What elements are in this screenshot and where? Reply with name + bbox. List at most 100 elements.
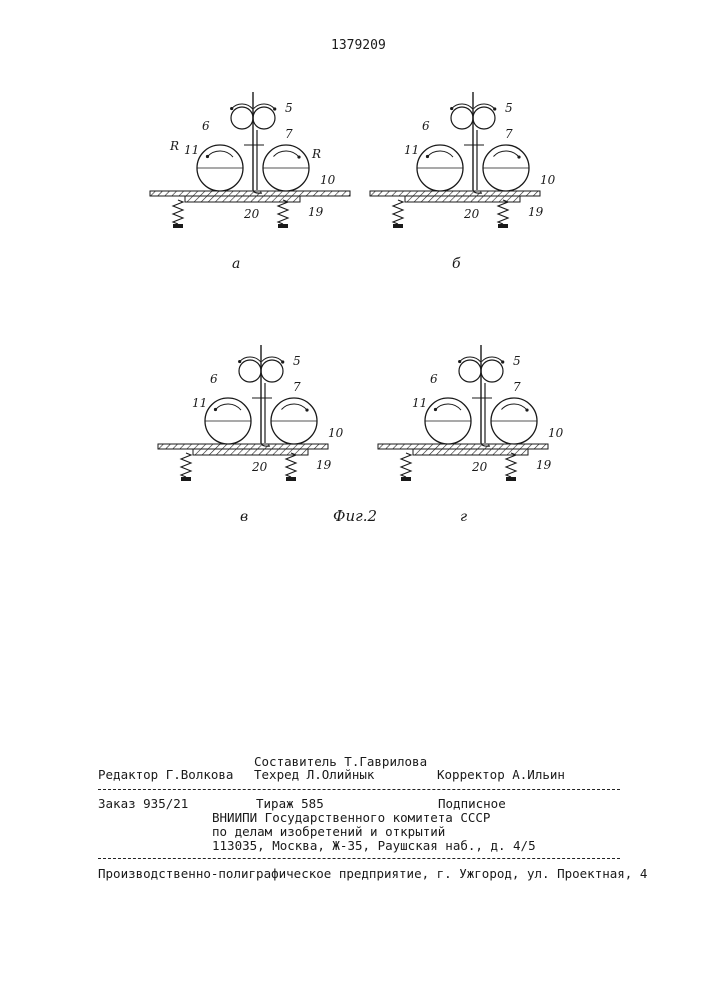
printer: Производственно-полиграфическое предприя… [98, 866, 647, 881]
roller-6 [451, 107, 473, 129]
arrow-head [230, 107, 233, 110]
address: 113035, Москва, Ж-35, Раушская наб., д. … [212, 838, 536, 853]
label-l7: 7 [293, 380, 301, 394]
label-l20: 20 [463, 207, 480, 221]
arrow-head [238, 360, 241, 363]
rotation-arrow [427, 151, 453, 157]
label-l6: 6 [422, 119, 430, 133]
label-l5: 5 [285, 101, 293, 115]
arrow-head [450, 107, 453, 110]
label-l19: 19 [536, 458, 552, 472]
roller-6 [231, 107, 253, 129]
table-19 [150, 191, 350, 196]
plate-20 [405, 196, 520, 202]
arrow-head [206, 155, 209, 158]
label-l11: 11 [184, 143, 199, 157]
spring [498, 200, 508, 224]
label-l6: 6 [430, 372, 438, 386]
spring-foot [506, 477, 516, 481]
rotation-arrow [435, 404, 461, 410]
rotation-arrow [501, 404, 527, 410]
divider-1 [98, 789, 620, 790]
label-l19: 19 [316, 458, 332, 472]
spring [393, 200, 403, 224]
label-lR1: R [169, 139, 179, 153]
roller-5 [481, 360, 503, 382]
roller-5 [473, 107, 495, 129]
spring [506, 453, 516, 477]
label-lR2: R [311, 147, 321, 161]
figure-b: 6 5 7 11 10 19 20 б [370, 92, 556, 272]
label-l6: 6 [210, 372, 218, 386]
roller-6 [239, 360, 261, 382]
spring-foot [173, 224, 183, 228]
order: Заказ 935/21 [98, 796, 188, 811]
org-line-1: ВНИИПИ Государственного комитета СССР [212, 810, 490, 825]
label-l20: 20 [243, 207, 260, 221]
arrow-head [214, 408, 217, 411]
arrow-head [525, 408, 528, 411]
subfigure-letter: б [452, 256, 461, 272]
label-l5: 5 [513, 354, 521, 368]
label-l11: 11 [192, 396, 207, 410]
spring-foot [286, 477, 296, 481]
divider-2 [98, 858, 620, 859]
label-l11: 11 [404, 143, 419, 157]
label-l7: 7 [285, 127, 293, 141]
roller-5 [261, 360, 283, 382]
roller-6 [459, 360, 481, 382]
table-19 [158, 444, 328, 449]
techred: Техред Л.Олийнык [254, 767, 374, 782]
rotation-arrow [273, 151, 299, 157]
spring [181, 453, 191, 477]
label-l19: 19 [528, 205, 544, 219]
corrector: Корректор А.Ильин [437, 767, 565, 782]
circulation: Тираж 585 [256, 796, 324, 811]
subfigure-letter: г [460, 509, 467, 525]
spring [278, 200, 288, 224]
arrow-head [493, 107, 496, 110]
subscription: Подписное [438, 796, 506, 811]
spring [173, 200, 183, 224]
label-l10: 10 [328, 426, 344, 440]
arrow-head [458, 360, 461, 363]
label-l20: 20 [251, 460, 268, 474]
subfigure-letter: а [232, 256, 240, 272]
label-l6: 6 [202, 119, 210, 133]
spring-foot [278, 224, 288, 228]
figure-g: 6 5 7 11 10 20 19 г [378, 345, 564, 525]
plate-20 [185, 196, 300, 202]
arrow-head [501, 360, 504, 363]
label-l7: 7 [505, 127, 513, 141]
label-l10: 10 [320, 173, 336, 187]
figure-caption: Фиг.2 [333, 507, 377, 525]
label-l10: 10 [548, 426, 564, 440]
label-l5: 5 [293, 354, 301, 368]
table-19 [370, 191, 540, 196]
label-l5: 5 [505, 101, 513, 115]
label-l19: 19 [308, 205, 324, 219]
table-19 [378, 444, 548, 449]
spring-foot [181, 477, 191, 481]
label-l11: 11 [412, 396, 427, 410]
arrow-head [426, 155, 429, 158]
spring [286, 453, 296, 477]
rotation-arrow [207, 151, 233, 157]
spring-foot [498, 224, 508, 228]
label-l7: 7 [513, 380, 521, 394]
spring-foot [401, 477, 411, 481]
arrow-head [273, 107, 276, 110]
plate-20 [193, 449, 308, 455]
figure-a: 6 5 7R 11 R 10 20 19 а [150, 92, 350, 272]
label-l10: 10 [540, 173, 556, 187]
label-l20: 20 [471, 460, 488, 474]
arrow-head [517, 155, 520, 158]
figure-v: 65711102019в [158, 345, 344, 525]
roller-5 [253, 107, 275, 129]
arrow-head [297, 155, 300, 158]
arrow-head [305, 408, 308, 411]
patent-number: 1379209 [331, 38, 386, 53]
org-line-2: по делам изобретений и открытий [212, 824, 445, 839]
rotation-arrow [493, 151, 519, 157]
editor: Редактор Г.Волкова [98, 767, 233, 782]
